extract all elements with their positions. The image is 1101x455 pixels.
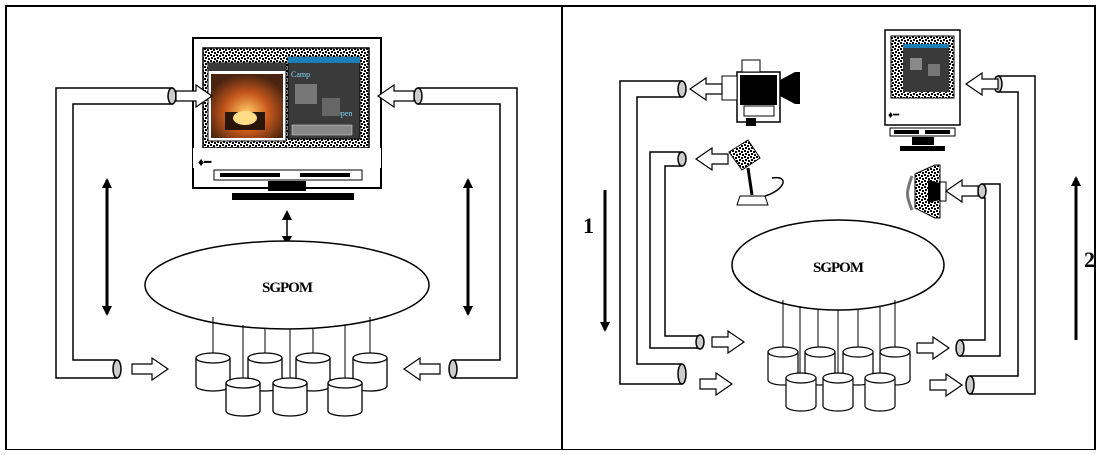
database-cluster — [767, 346, 911, 412]
right-pipe — [413, 87, 518, 379]
svg-text:♦━: ♦━ — [888, 110, 900, 121]
left-panel: Camp Open ♦━ — [55, 37, 518, 417]
left-pipe — [55, 87, 177, 379]
microphone-icon — [728, 139, 784, 206]
screen-button-label: Camp — [291, 70, 310, 79]
right-pipe — [955, 75, 1036, 395]
power-glyph: ♦━ — [198, 155, 212, 169]
hollow-arrow — [131, 83, 441, 382]
right-panel: ♦━ — [583, 29, 1095, 412]
video-camera-icon — [721, 59, 800, 126]
speaker-icon — [906, 164, 947, 219]
database-cluster — [195, 352, 388, 417]
database-icon — [822, 372, 854, 412]
step-label: 2 — [1084, 247, 1095, 272]
connector-lines — [782, 300, 896, 378]
hub-label: SGPOM — [813, 260, 864, 276]
hub-ellipse — [144, 240, 430, 330]
screen-button-label: Open — [335, 109, 352, 118]
step-label: 1 — [583, 213, 594, 238]
database-icon — [195, 352, 231, 392]
monitor-icon: Camp Open ♦━ — [192, 37, 382, 200]
left-pipe — [619, 80, 705, 385]
hub-label: SGPOM — [262, 280, 313, 296]
bidirectional-arrow — [102, 178, 473, 316]
database-icon — [327, 377, 363, 417]
monitor-icon: ♦━ — [884, 29, 961, 151]
database-icon — [864, 372, 896, 412]
hollow-arrow — [688, 71, 999, 398]
database-icon — [785, 372, 817, 412]
database-icon — [225, 377, 261, 417]
database-icon — [272, 377, 308, 417]
